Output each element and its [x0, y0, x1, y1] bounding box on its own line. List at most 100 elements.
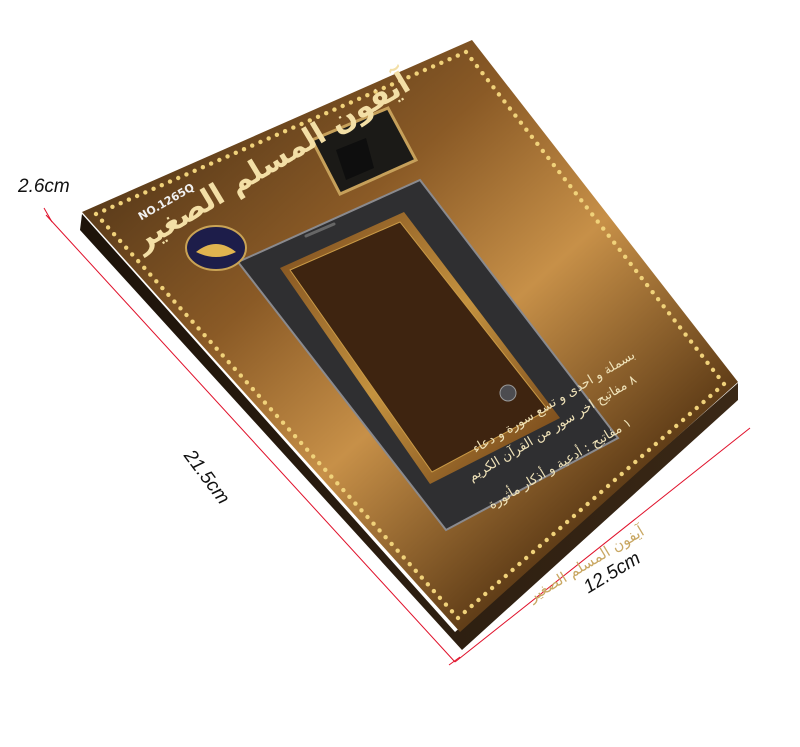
gold-dot [688, 339, 694, 344]
gold-dot [431, 588, 437, 594]
gold-dot [644, 282, 650, 288]
gold-dot [381, 85, 386, 91]
gold-dot [332, 107, 337, 112]
gold-dot [564, 519, 570, 525]
gold-dot [311, 454, 316, 459]
gold-dot [683, 332, 688, 337]
gold-dot [373, 89, 378, 94]
gold-dot [443, 602, 449, 607]
gold-dot [699, 353, 705, 358]
gold-dot [721, 381, 727, 387]
gold-dot [551, 162, 557, 168]
gold-dot [571, 513, 577, 519]
gold-dot [419, 575, 424, 580]
gold-dot [687, 411, 693, 417]
gold-dot [646, 447, 652, 453]
gold-dot [437, 595, 443, 600]
gold-dot [389, 82, 395, 87]
gold-dot [220, 353, 225, 358]
gold-dot [111, 232, 117, 237]
gold-dot [489, 585, 495, 591]
gold-dot [134, 193, 140, 199]
gold-dot [291, 125, 296, 130]
gold-dot [93, 211, 99, 217]
gold-dot [377, 528, 382, 533]
gold-dot [502, 99, 507, 104]
gold-dot [716, 374, 721, 380]
gold-dot [667, 429, 672, 435]
gold-dot [524, 127, 529, 132]
gold-dot [151, 186, 156, 191]
gold-dot [117, 238, 123, 244]
gold-dot [710, 367, 716, 373]
gold-dot [639, 275, 644, 281]
gold-dot [105, 225, 111, 230]
gold-dot [605, 483, 611, 489]
gold-dot [356, 96, 362, 102]
gold-dot [383, 535, 388, 540]
gold-dot [469, 56, 474, 62]
gold-dot [653, 441, 658, 447]
gold-dot [666, 311, 672, 316]
gold-dot [705, 360, 710, 366]
gold-dot [535, 141, 540, 147]
gold-dot [299, 121, 304, 127]
gold-dot [244, 380, 250, 385]
gold-dot [190, 319, 195, 324]
gold-dot [524, 555, 529, 561]
gold-dot [518, 120, 524, 125]
gold-dot [214, 346, 219, 351]
gold-dot [166, 292, 171, 297]
gold-dot [677, 325, 683, 330]
gold-dot [714, 387, 720, 393]
gold-dot [601, 226, 606, 231]
gold-dot [258, 139, 263, 145]
gold-dot [503, 573, 508, 579]
phone-illustration [236, 178, 620, 532]
gold-dot [282, 129, 288, 134]
gold-dot [619, 471, 624, 477]
gold-dot [176, 175, 181, 181]
gold-dot [148, 272, 153, 277]
gold-dot [584, 205, 589, 210]
gold-dot [661, 304, 666, 309]
gold-dot [250, 143, 255, 148]
gold-dot [558, 525, 563, 531]
gold-dot [626, 465, 631, 471]
gold-dot [413, 568, 418, 574]
gold-dot [463, 49, 469, 55]
gold-dot [462, 609, 468, 615]
gold-dot [232, 366, 237, 372]
gold-dot [280, 420, 286, 425]
box-side [80, 214, 738, 650]
gold-dot [335, 481, 340, 486]
gold-dot [496, 92, 502, 97]
gold-dot [196, 326, 201, 331]
gold-dot [455, 53, 460, 58]
gold-dot [414, 71, 419, 76]
gold-dot [650, 289, 655, 295]
gold-dot [225, 154, 230, 159]
gold-dot [348, 100, 354, 105]
gold-dot [507, 106, 513, 111]
gold-dot [530, 549, 536, 555]
gold-dot [529, 134, 535, 139]
gold-dot [544, 537, 549, 543]
gold-dot [480, 70, 485, 76]
gold-dot [694, 346, 699, 351]
gold-dot [347, 494, 352, 499]
gold-dot [371, 521, 376, 526]
gold-dot [496, 579, 502, 585]
gold-dot [491, 85, 496, 90]
gold-dot [430, 64, 436, 69]
gold-dot [612, 240, 617, 245]
gold-dot [407, 561, 412, 567]
gold-dot [599, 489, 604, 495]
gold-dot [485, 78, 491, 83]
gold-dot [292, 434, 298, 439]
gold-dot [99, 218, 105, 223]
gold-dot [123, 245, 129, 250]
gold-dot [298, 440, 304, 446]
gold-dot [628, 261, 633, 267]
